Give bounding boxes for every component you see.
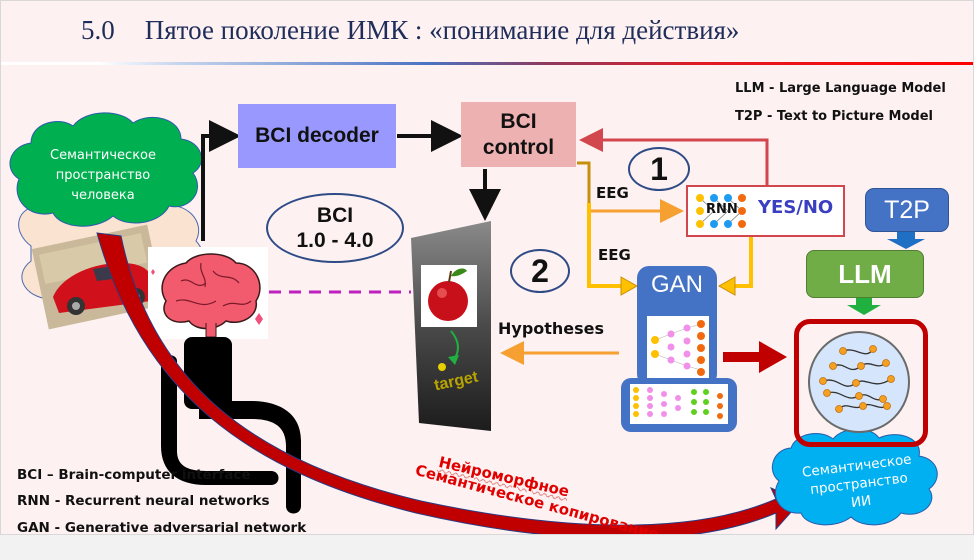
ai-network-image bbox=[808, 331, 910, 433]
legend-llm: LLM - Large Language Model bbox=[735, 81, 946, 96]
eeg-label-2: EEG bbox=[598, 246, 631, 264]
title-divider bbox=[1, 62, 973, 65]
gan-generator-network-icon bbox=[647, 316, 709, 378]
eeg-line-top bbox=[577, 161, 591, 206]
rnn-classifier-box bbox=[686, 185, 845, 237]
monitor bbox=[411, 221, 491, 431]
step-1-badge: 1 bbox=[628, 147, 690, 191]
title-number: 5.0 bbox=[81, 15, 115, 45]
diagram-canvas bbox=[9, 112, 938, 534]
gan-label: GAN bbox=[650, 271, 703, 298]
bci-control-line-1: BCI bbox=[500, 109, 537, 133]
human-semantic-space-label: Семантическое пространство человека bbox=[28, 146, 178, 206]
rnn-feedback-arrow bbox=[579, 128, 769, 185]
legend-gan: GAN - Generative adversarial network bbox=[17, 520, 307, 535]
eeg-label-1: EEG bbox=[596, 184, 629, 202]
legend-bci: BCI – Brain-computer interface bbox=[17, 467, 251, 483]
ai-semantic-cloud bbox=[771, 428, 938, 526]
eeg-to-gan-arrow bbox=[587, 203, 625, 288]
hypotheses-label: Hypotheses bbox=[498, 319, 605, 338]
title-text: Пятое поколение ИМК : «понимание для дей… bbox=[144, 15, 740, 45]
legend-rnn: RNN - Recurrent neural networks bbox=[17, 493, 270, 509]
bci-decoder-box: BCI decoder bbox=[238, 104, 396, 168]
slide: 5.0 Пятое поколение ИМК : «понимание для … bbox=[0, 0, 974, 535]
cloud-to-decoder-arrow bbox=[201, 120, 241, 241]
human-space-line-2: пространство bbox=[55, 168, 151, 183]
llm-to-ai-arrow bbox=[847, 297, 881, 315]
human-space-line-3: человека bbox=[71, 188, 135, 203]
brain-image bbox=[148, 247, 268, 339]
bci-control-box: BCI control bbox=[461, 102, 576, 167]
rnn-label: RNN bbox=[706, 202, 738, 217]
step-2-badge: 2 bbox=[510, 249, 570, 293]
rnn-to-gan-arrow bbox=[731, 234, 753, 288]
human-space-line-1: Семантическое bbox=[50, 148, 156, 163]
legend-t2p: T2P - Text to Picture Model bbox=[735, 109, 934, 124]
llm-box: LLM bbox=[806, 250, 924, 298]
gan-to-ai-arrow bbox=[723, 341, 787, 373]
page-title: 5.0 Пятое поколение ИМК : «понимание для … bbox=[81, 15, 739, 46]
human-semantic-cloud bbox=[9, 112, 203, 227]
t2p-box: T2P bbox=[865, 188, 949, 232]
bci-version-line-2: 1.0 - 4.0 bbox=[296, 229, 374, 252]
bci-control-line-2: control bbox=[482, 135, 555, 159]
rnn-network-icon bbox=[696, 194, 746, 228]
gan-discriminator-network-icon bbox=[630, 384, 728, 424]
yes-no-label: YES/NO bbox=[758, 197, 834, 218]
bci-version-line-1: BCI bbox=[316, 204, 354, 227]
t2p-to-llm-arrow bbox=[887, 231, 925, 249]
ai-network-frame bbox=[794, 319, 928, 447]
bci-version-oval: BCI 1.0 - 4.0 bbox=[266, 193, 404, 263]
